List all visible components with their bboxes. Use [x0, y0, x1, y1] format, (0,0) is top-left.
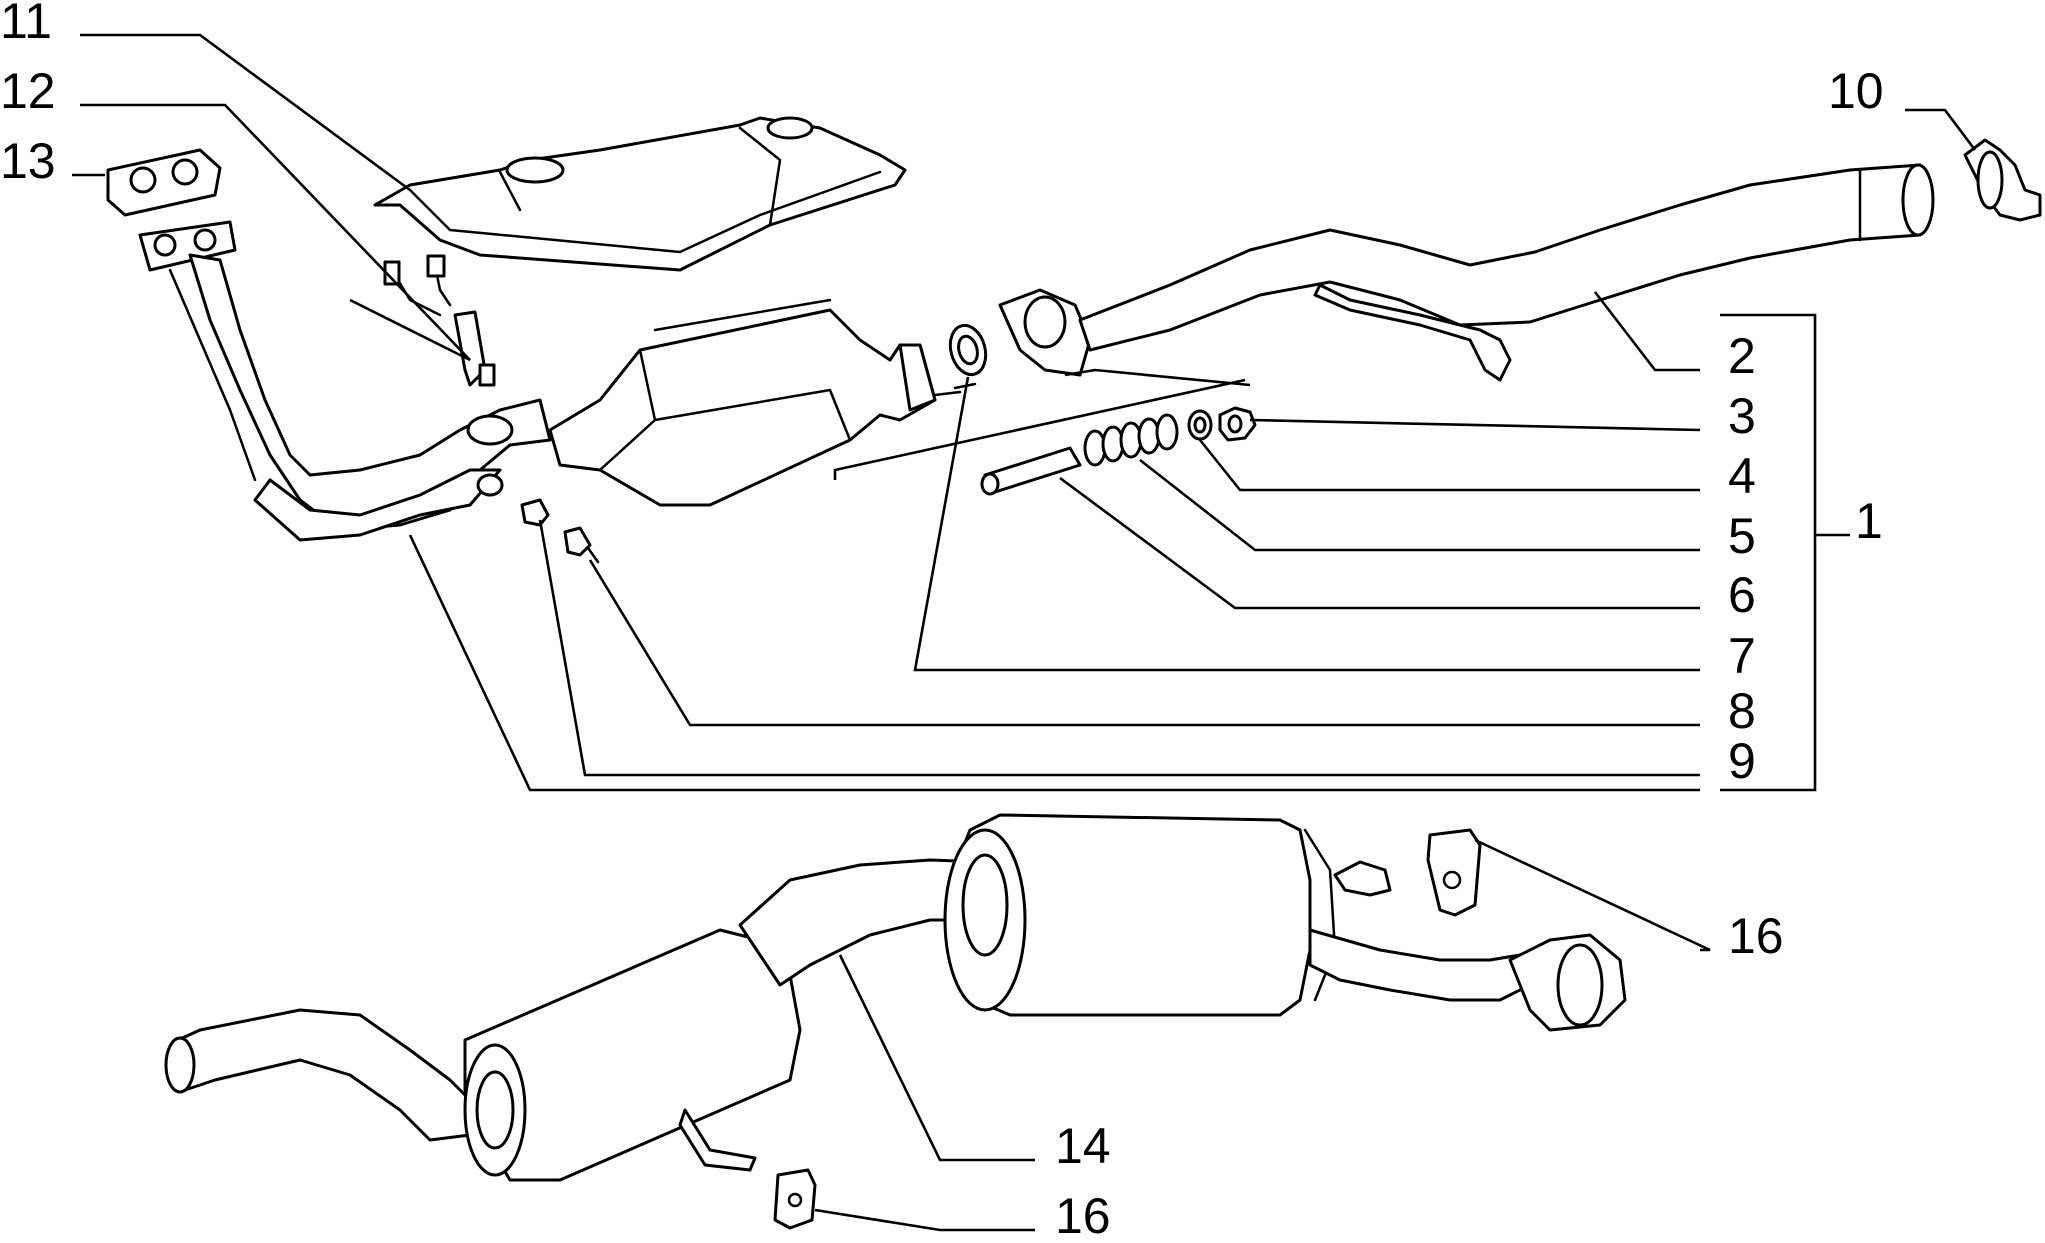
callout-3: 3	[1728, 388, 1756, 444]
leader-12	[80, 103, 471, 362]
lambda-sensor	[383, 254, 496, 387]
callout-8: 8	[1728, 683, 1756, 739]
callout-6: 6	[1728, 567, 1756, 623]
callout-7: 7	[1728, 628, 1756, 684]
callout-14: 14	[1055, 1118, 1111, 1174]
callout-16-upper: 16	[1728, 908, 1784, 964]
manifold-gasket	[106, 148, 222, 217]
washer	[1187, 409, 1213, 441]
callout-11: 11	[0, 0, 52, 49]
leader-9	[538, 519, 1700, 777]
leader-5	[1139, 458, 1700, 552]
callout-13: 13	[0, 133, 56, 189]
leader-2	[1593, 291, 1700, 372]
screw	[563, 526, 600, 564]
rubber-mount	[1426, 828, 1482, 917]
leader-7	[913, 376, 1700, 672]
leader-16a	[1474, 838, 1711, 952]
callout-4: 4	[1728, 448, 1756, 504]
leader-front-pipe	[408, 534, 1700, 792]
leader-16b	[814, 1208, 1035, 1232]
leader-11	[80, 33, 411, 192]
callout-12: 12	[0, 63, 56, 119]
callout-10: 10	[1828, 63, 1884, 119]
nut	[1218, 406, 1257, 442]
flange-gasket	[948, 323, 988, 377]
rear-silencer-assembly	[164, 813, 1627, 1182]
heat-shield	[373, 116, 907, 272]
front-downpipe	[138, 220, 552, 542]
callout-16-lower: 16	[1055, 1188, 1111, 1243]
plug	[520, 498, 550, 527]
callout-1: 1	[1855, 493, 1883, 549]
leader-6	[1059, 476, 1700, 610]
callout-5: 5	[1728, 508, 1756, 564]
subgroup-line	[833, 378, 1246, 480]
assembly-bracket	[1720, 313, 1817, 792]
subgroup-line-2	[1064, 368, 1251, 387]
leader-8	[588, 559, 1700, 727]
spring	[1083, 413, 1179, 467]
pipe-clamp	[1963, 138, 2042, 222]
leader-10	[1905, 108, 1977, 151]
leader-14	[838, 954, 1035, 1162]
callout-2: 2	[1728, 328, 1756, 384]
rubber-mount-lower	[773, 1168, 817, 1230]
leader-4	[1198, 439, 1700, 492]
callout-9: 9	[1728, 733, 1756, 789]
catalytic-converter	[548, 298, 977, 507]
spacer-sleeve	[980, 446, 1082, 496]
leader-3	[1249, 418, 1701, 432]
intermediate-pipe	[998, 163, 1935, 382]
